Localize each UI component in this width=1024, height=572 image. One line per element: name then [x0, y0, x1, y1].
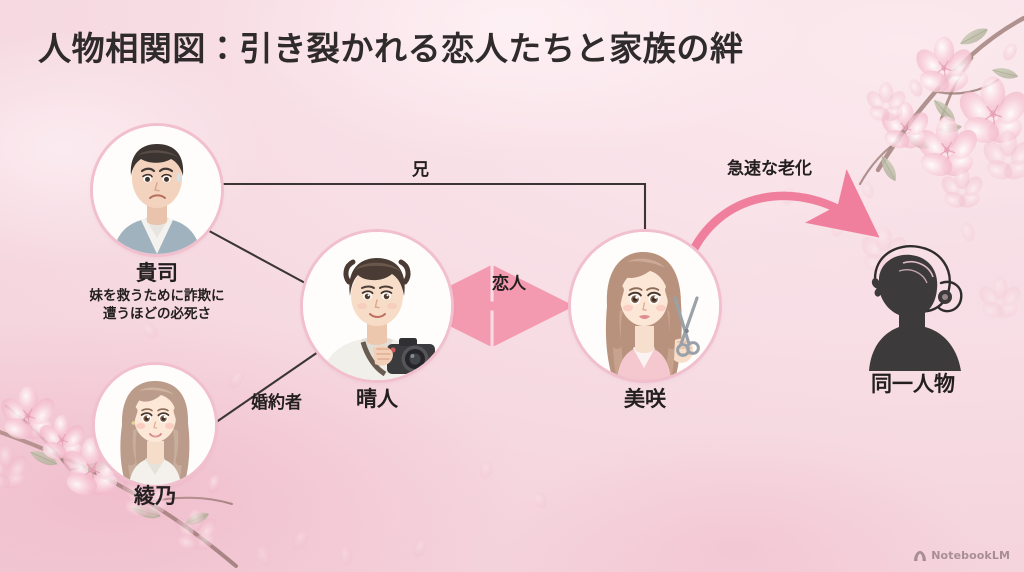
hairdresser-woman-avatar [571, 232, 719, 380]
young-woman-avatar [95, 365, 215, 485]
node-label-ayano: 綾乃 [134, 484, 176, 508]
edge-takashi-haruto-line [199, 225, 319, 291]
edge-aging-arrow [683, 169, 880, 267]
edge-label-lovers: 恋人 [492, 274, 526, 294]
watermark: NotebookLM [913, 549, 1010, 562]
page-title: 人物相関図：引き裂かれる恋人たちと家族の絆 [38, 29, 744, 68]
node-label-misaki: 美咲 [624, 387, 666, 411]
notebooklm-logo-icon [914, 550, 927, 561]
edge-label-brother: 兄 [412, 160, 429, 180]
node-label-haruto: 晴人 [356, 387, 398, 411]
edge-label-fiancee: 婚約者 [251, 393, 302, 413]
worried-man-avatar [93, 126, 221, 254]
node-label-takashi: 貴司 [136, 261, 178, 285]
node-label-elderly: 同一人物 [871, 372, 955, 396]
edge-brother-line [222, 182, 647, 250]
node-desc-takashi: 妹を救うために詐欺に 遭うほどの必死さ [89, 288, 225, 322]
watermark-label: NotebookLM [931, 549, 1010, 562]
edge-label-aging: 急速な老化 [727, 159, 812, 179]
edge-fiancee-line [211, 351, 319, 426]
elderly-woman-silhouette [845, 235, 981, 371]
photographer-man-avatar [303, 232, 451, 380]
